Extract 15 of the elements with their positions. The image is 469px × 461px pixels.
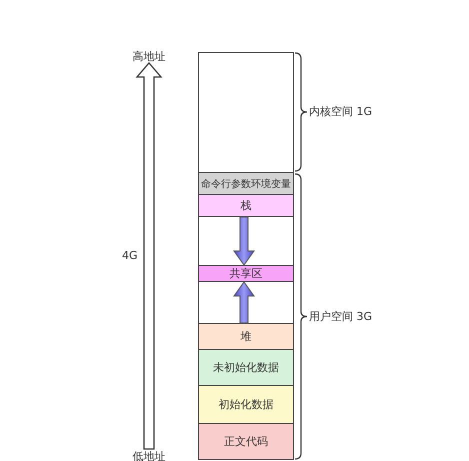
arrow: [233, 216, 255, 266]
bracket-label: 用户空间 3G: [309, 308, 372, 324]
address-label: 高地址: [132, 49, 166, 63]
edge-label: 4G: [121, 249, 139, 262]
bracket-label: 内核空间 1G: [309, 104, 372, 119]
memory-segment: 正文代码: [198, 423, 294, 460]
memory-segment: 共享区: [198, 265, 294, 282]
memory-segment: 未初始化数据: [198, 349, 294, 386]
memory-segment: 栈: [198, 194, 294, 217]
memory-segment: 堆: [198, 323, 294, 350]
memory-segment: 命令行参数环境变量: [198, 172, 294, 195]
arrow: [136, 62, 162, 450]
arrow: [233, 281, 255, 324]
memory-segment: 初始化数据: [198, 385, 294, 424]
memory-segment: [198, 52, 294, 173]
